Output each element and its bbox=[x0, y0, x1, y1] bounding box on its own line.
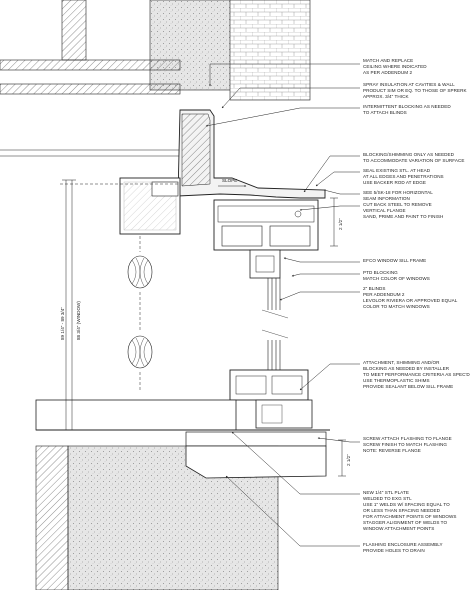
note-ptd-blocking: PTD BLOCKING MATCH COLOR OF WINDOWS bbox=[363, 270, 430, 281]
detail-notes: MATCH AND REPLACE CEILING WHERE INDICATE… bbox=[363, 58, 471, 553]
note-match-replace-ceiling: MATCH AND REPLACE CEILING WHERE INDICATE… bbox=[363, 58, 428, 75]
note-spray-insulation: SPRAY INSULATION AT CAVITIES & WALL PROD… bbox=[363, 82, 468, 99]
note-stl-plate: NEW 1/4" STL PLATE WELDED TO EXG STL USE… bbox=[363, 490, 458, 531]
ceiling-assembly bbox=[0, 0, 311, 157]
leader-lines bbox=[205, 63, 360, 547]
sill-dimension: 2 1/2" bbox=[338, 439, 351, 477]
note-blinds: 2" BLINDS PER ADDENDUM 2 LEVOLOR RIVIERA… bbox=[363, 286, 458, 309]
note-intermittent-blocking: INTERMITTENT BLOCKING AS NEEDED TO ATTAC… bbox=[363, 104, 452, 115]
note-attachment-shimming: ATTACHMENT, SHIMMING AND/OR BLOCKING AS … bbox=[363, 360, 471, 389]
note-flashing-enclosure: FLASHING ENCLOSURE ASSEMBLY PROVIDE HOLE… bbox=[363, 542, 444, 553]
window-sill-frame bbox=[229, 369, 313, 429]
note-cut-back-steel: CUT BACK STEEL TO REMOVE VERTICAL FLANGE… bbox=[363, 202, 443, 219]
window-head-frame bbox=[213, 199, 319, 279]
window-dimension-text: 88 3/4" (WINDOW) bbox=[76, 301, 81, 340]
head-dimension: 2 1/2" bbox=[330, 197, 343, 247]
overall-dimension-text: 89 1/4" - 89 3/4" bbox=[60, 307, 65, 340]
note-see-horizontal-seam: SEE 5/SK-18 FOR HORIZONTAL SEAM INFORMAT… bbox=[363, 190, 434, 201]
head-dimension-text: 2 1/2" bbox=[338, 218, 343, 230]
note-seal-existing-stl: SEAL EXISTING STL. AT HEAD AT ALL EDGES … bbox=[363, 168, 445, 185]
lower-wall-and-flashing bbox=[35, 399, 330, 591]
sill-dimension-text: 2 1/2" bbox=[346, 454, 351, 466]
note-efco-sill-frame: EFCO WINDOW SILL FRAME bbox=[363, 258, 426, 263]
blinds bbox=[127, 236, 153, 392]
note-blocking-shimming: BLOCKING/SHIMMING ONLY AS NEEDED TO ACCO… bbox=[363, 152, 464, 163]
overall-dimension: 89 1/4" - 89 3/4" 88 3/4" (WINDOW) bbox=[60, 179, 81, 431]
slope-label: SLOPE bbox=[222, 178, 237, 183]
glazing-unit bbox=[261, 278, 289, 370]
existing-steel-channel bbox=[60, 177, 181, 235]
note-screw-attach-flashing: SCREW ATTACH FLASHING TO FLANGE SCREW FI… bbox=[363, 436, 453, 453]
head-flashing: SLOPE bbox=[177, 109, 326, 199]
